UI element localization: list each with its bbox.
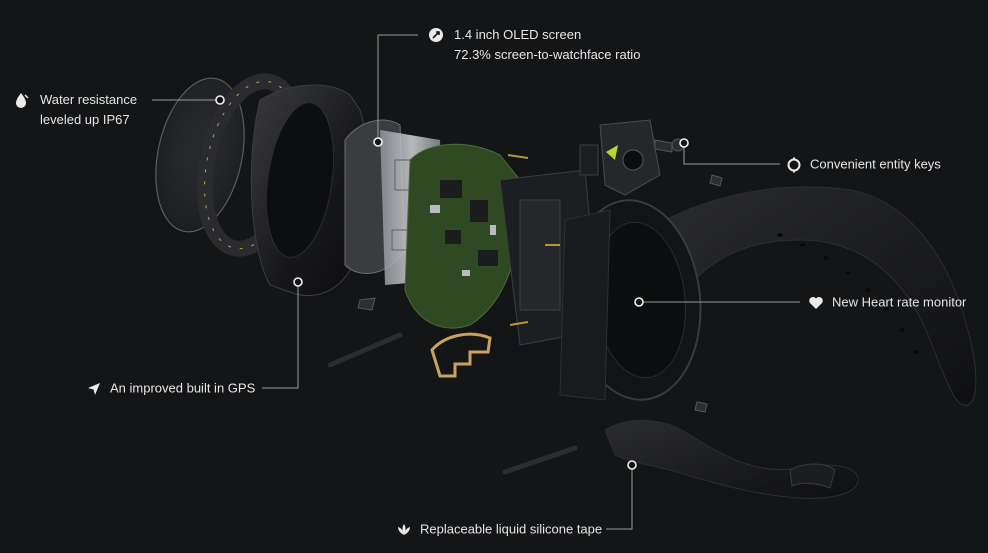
water-line-1: Water resistance — [40, 92, 138, 107]
bottom-strap — [604, 419, 859, 499]
callout-water: Water resistance leveled up IP67 — [14, 90, 137, 130]
screen-icon — [428, 27, 444, 43]
screen-line-1: 1.4 inch OLED screen — [454, 27, 582, 42]
gps-label: An improved built in GPS — [110, 380, 256, 396]
callout-screen: 1.4 inch OLED screen 72.3% screen-to-wat… — [428, 25, 640, 65]
keys-label: Convenient entity keys — [810, 156, 941, 172]
top-strap — [639, 186, 977, 406]
button-ring-icon — [786, 157, 802, 173]
water-drop-icon — [14, 92, 30, 108]
callout-strap: Replaceable liquid silicone tape — [396, 519, 602, 540]
main-pcb — [404, 143, 522, 329]
navigation-arrow-icon — [86, 381, 102, 397]
strap-label: Replaceable liquid silicone tape — [420, 521, 603, 537]
callout-gps: An improved built in GPS — [86, 378, 255, 399]
callout-keys: Convenient entity keys — [786, 154, 941, 175]
gps-antenna — [430, 332, 492, 378]
heart-label: New Heart rate monitor — [832, 294, 967, 310]
callout-heart: New Heart rate monitor — [808, 292, 966, 313]
heart-icon — [808, 295, 824, 311]
screen-line-2: 72.3% screen-to-watchface ratio — [454, 47, 641, 62]
water-line-2: leveled up IP67 — [40, 112, 130, 127]
leaf-icon — [396, 522, 412, 538]
